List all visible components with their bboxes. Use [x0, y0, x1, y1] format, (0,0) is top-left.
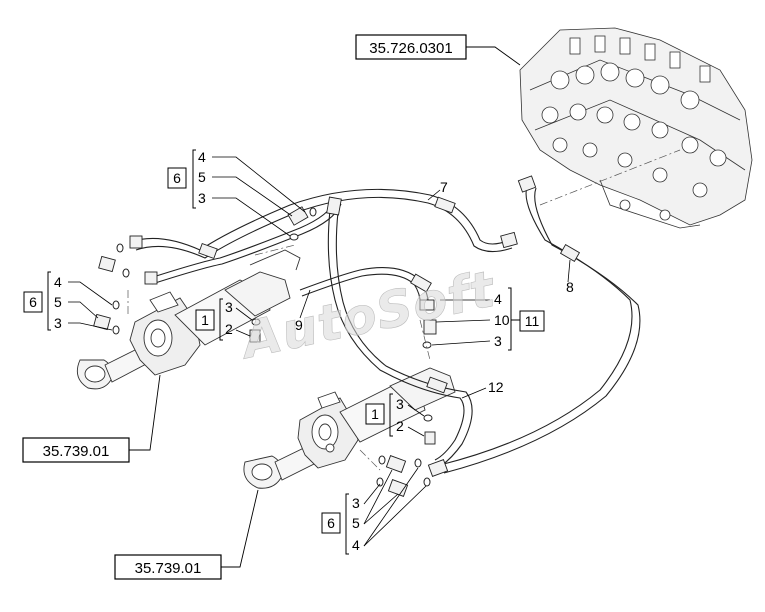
kit-number: 6 [173, 170, 181, 186]
callout-8: 8 [566, 279, 574, 295]
reference-box-cylinder-upper[interactable]: 35.739.01 [22, 374, 161, 463]
control-valve-block [519, 27, 753, 229]
callout-4-left: 4 [54, 274, 62, 290]
kit-number: 11 [525, 313, 540, 329]
kit-number: 1 [201, 312, 209, 328]
reference-code-cylinder-lower: 35.739.01 [135, 560, 202, 577]
callout-4-bottom: 4 [352, 537, 360, 553]
group-label-11: 11 [508, 287, 545, 351]
callouts: 4 5 3 4 5 3 3 2 7 8 9 4 10 3 12 3 2 3 [54, 149, 574, 553]
hose-fittings [93, 175, 581, 497]
callout-3-top: 3 [198, 190, 206, 206]
reference-box-valve[interactable]: 35.726.0301 [355, 34, 521, 66]
o-rings [112, 207, 433, 487]
reference-code-cylinder-upper: 35.739.01 [43, 443, 110, 460]
reference-box-cylinder-lower[interactable]: 35.739.01 [114, 489, 259, 580]
group-label-1-mid: 1 [195, 298, 223, 341]
callout-4-top: 4 [198, 149, 206, 165]
callout-5-bottom: 5 [352, 515, 360, 531]
callout-2-low: 2 [396, 418, 404, 434]
kit-number: 6 [29, 294, 37, 310]
callout-7: 7 [440, 179, 448, 195]
callout-3-mid: 3 [225, 299, 233, 315]
steering-cylinder-lower [243, 367, 456, 489]
callout-5-top: 5 [198, 169, 206, 185]
callout-9: 9 [295, 317, 303, 333]
callout-12: 12 [488, 379, 504, 395]
kit-number: 1 [371, 406, 379, 422]
group-label-1-low: 1 [365, 393, 393, 437]
group-label-6-left: 6 [23, 271, 51, 331]
callout-3-low: 3 [396, 396, 404, 412]
reference-code-valve: 35.726.0301 [369, 40, 452, 57]
kit-number: 6 [327, 515, 335, 531]
callout-3-bottom: 3 [352, 495, 360, 511]
group-label-6-top: 6 [167, 149, 196, 209]
center-lines [127, 149, 681, 471]
callout-2-mid: 2 [225, 321, 233, 337]
callout-5-left: 5 [54, 294, 62, 310]
callout-3-right: 3 [494, 333, 502, 349]
callout-10-right: 10 [494, 312, 510, 328]
callout-3-left: 3 [54, 315, 62, 331]
group-label-6-bottom: 6 [321, 493, 349, 555]
callout-4-right: 4 [494, 291, 502, 307]
